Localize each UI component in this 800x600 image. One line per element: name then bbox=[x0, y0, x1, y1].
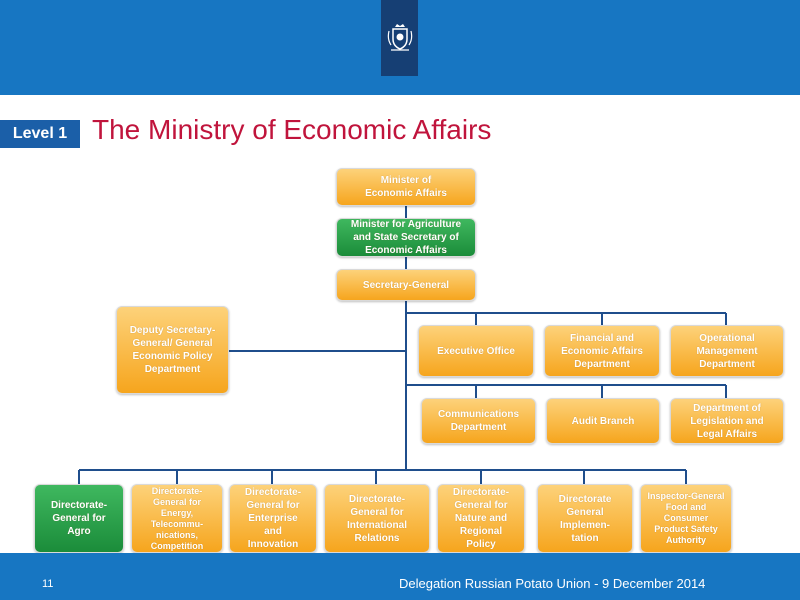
executive-office-box: Executive Office bbox=[418, 325, 534, 377]
dg-international-relations-box: Directorate-General for International Re… bbox=[324, 484, 430, 553]
deputy-secretary-general-box: Deputy Secretary-General/ General Econom… bbox=[116, 306, 229, 394]
operational-management-box: Operational Management Department bbox=[670, 325, 784, 377]
inspector-general-food-box: Inspector-General Food and Consumer Prod… bbox=[640, 484, 732, 553]
secretary-general-box: Secretary-General bbox=[336, 269, 476, 301]
communications-department-box: Communications Department bbox=[421, 398, 536, 444]
footer-text: Delegation Russian Potato Union - 9 Dece… bbox=[399, 576, 706, 591]
page-title: The Ministry of Economic Affairs bbox=[92, 114, 492, 145]
minister-box: Minister of Economic Affairs bbox=[336, 168, 476, 206]
dg-enterprise-innovation-box: Directorate-General for Enterprise and I… bbox=[229, 484, 317, 553]
footer-bar bbox=[0, 553, 800, 600]
dg-nature-regional-box: Directorate-General for Nature and Regio… bbox=[437, 484, 525, 553]
coat-of-arms-icon bbox=[381, 0, 418, 76]
page-number: 11 bbox=[42, 578, 54, 590]
minister-agriculture-box: Minister for Agriculture and State Secre… bbox=[336, 218, 476, 257]
audit-branch-box: Audit Branch bbox=[546, 398, 660, 444]
dg-implementation-box: Directorate General Implemen-tation bbox=[537, 484, 633, 553]
dg-energy-box: Directorate-General for Energy, Telecomm… bbox=[131, 484, 223, 553]
financial-economic-affairs-box: Financial and Economic Affairs Departmen… bbox=[544, 325, 660, 377]
legislation-legal-affairs-box: Department of Legislation and Legal Affa… bbox=[670, 398, 784, 444]
level-badge: Level 1 bbox=[0, 120, 80, 148]
dg-agro-box: Directorate-General for Agro bbox=[34, 484, 124, 553]
